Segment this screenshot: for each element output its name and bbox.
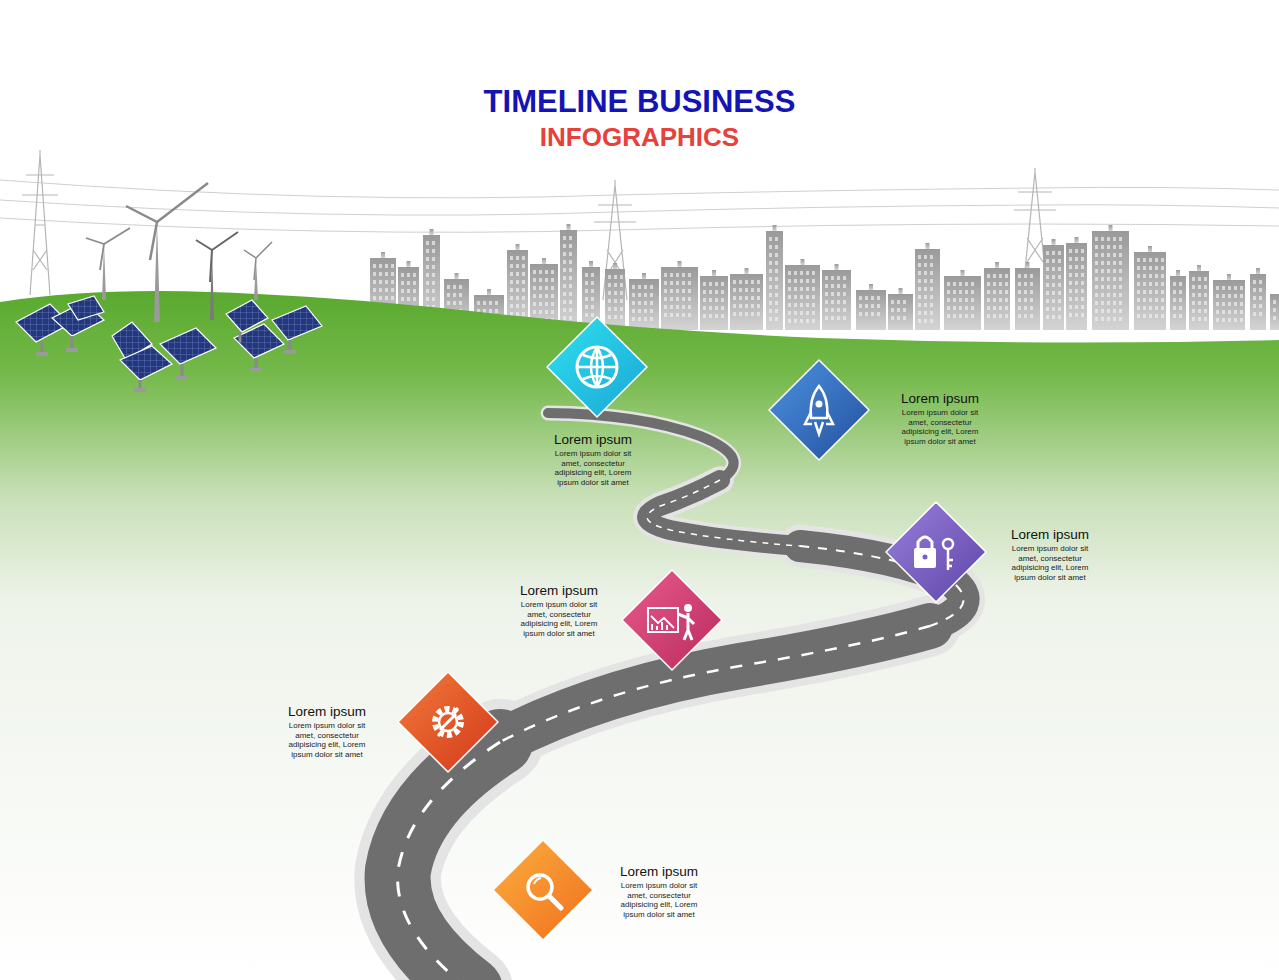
milestone-heading: Lorem ipsum [1011,527,1089,542]
milestone-diamond: Lorem ipsumLorem ipsum dolor sit amet, c… [396,670,500,774]
milestone-diamond: Lorem ipsumLorem ipsum dolor sit amet, c… [545,315,649,419]
milestone-heading: Lorem ipsum [520,583,598,598]
milestone-heading: Lorem ipsum [288,704,366,719]
diamond-shape [884,500,988,604]
milestone-description: Lorem ipsum dolor sit amet, consectetur … [514,600,604,638]
subtitle: INFOGRAPHICS [0,122,1279,153]
title: TIMELINE BUSINESS [0,84,1279,120]
milestone-description: Lorem ipsum dolor sit amet, consectetur … [548,449,638,487]
milestone-heading: Lorem ipsum [620,864,698,879]
diamond-shape [767,358,871,462]
milestone-diamond: Lorem ipsumLorem ipsum dolor sit amet, c… [620,568,724,672]
milestone-description: Lorem ipsum dolor sit amet, consectetur … [895,408,985,446]
diamond-shape [545,315,649,419]
diamond-shape [620,568,724,672]
milestone-diamond: Lorem ipsumLorem ipsum dolor sit amet, c… [491,838,595,942]
diamond-shape [491,838,595,942]
diamond-shape [396,670,500,774]
milestone-description: Lorem ipsum dolor sit amet, consectetur … [282,721,372,759]
milestone-diamond: Lorem ipsumLorem ipsum dolor sit amet, c… [884,500,988,604]
milestone-heading: Lorem ipsum [901,391,979,406]
milestone-description: Lorem ipsum dolor sit amet, consectetur … [1005,544,1095,582]
milestone-heading: Lorem ipsum [554,432,632,447]
milestone-diamond: Lorem ipsumLorem ipsum dolor sit amet, c… [767,358,871,462]
milestone-description: Lorem ipsum dolor sit amet, consectetur … [614,881,704,919]
